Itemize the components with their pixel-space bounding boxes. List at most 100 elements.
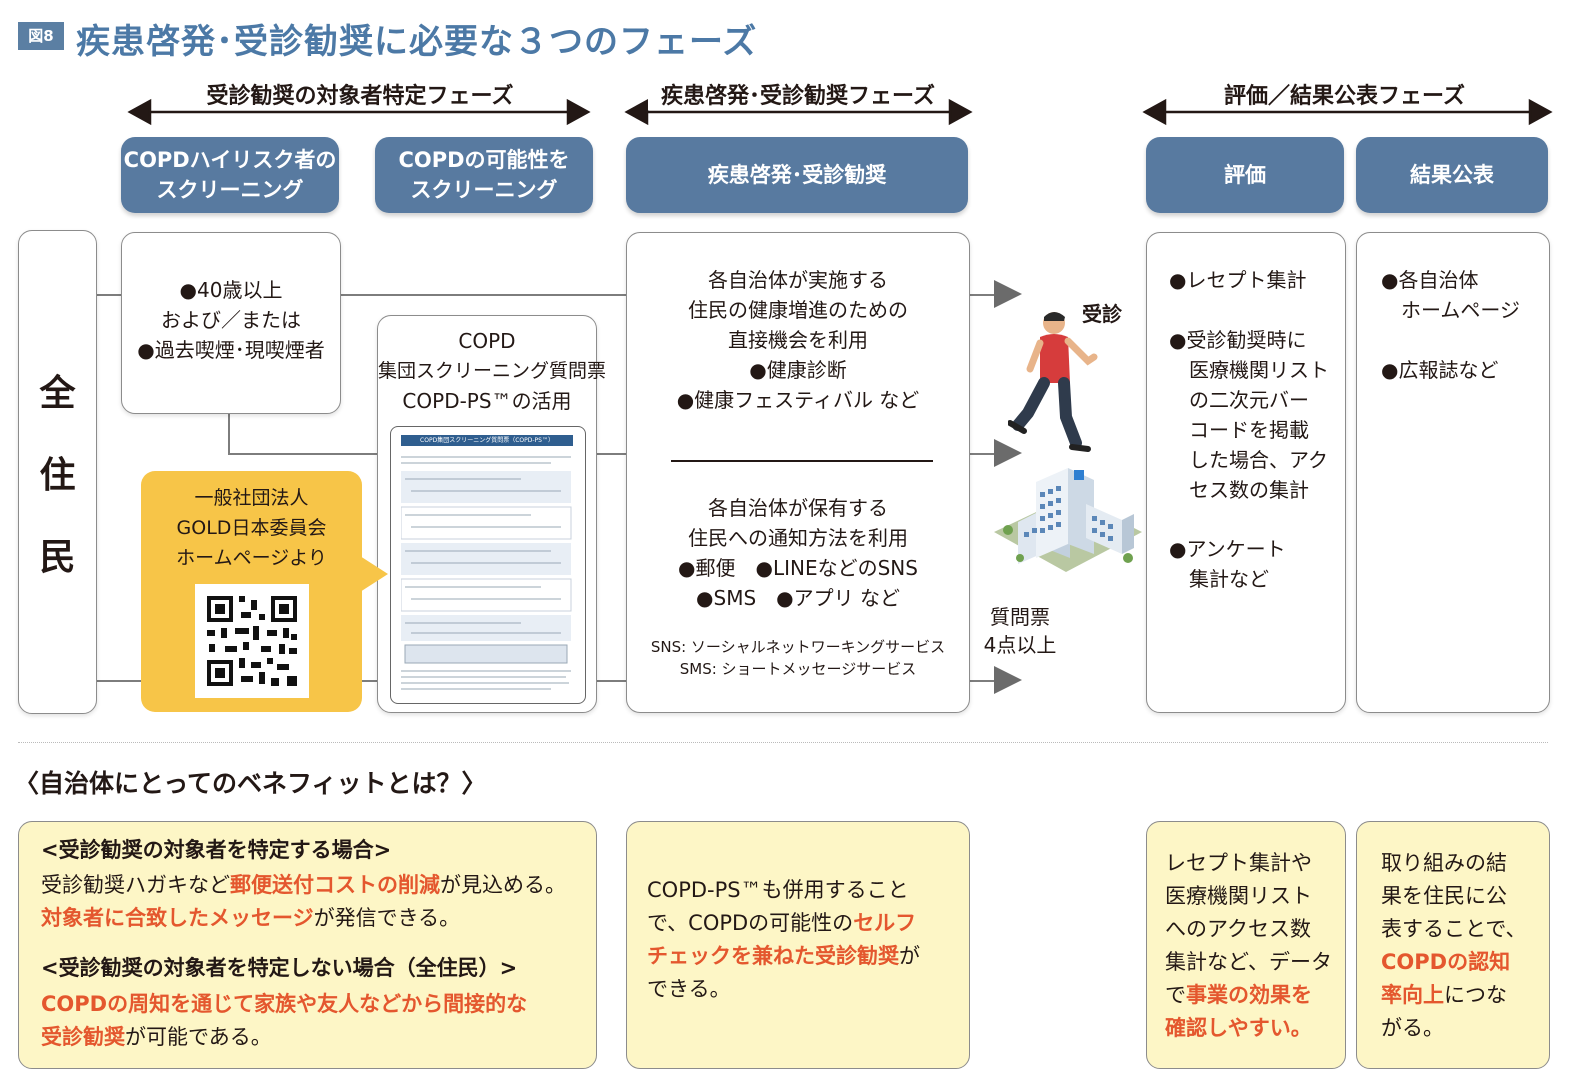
connector-line: [96, 294, 122, 296]
phase-arrows: [127, 98, 1553, 126]
walking-person-icon: [1008, 312, 1098, 452]
awareness-upper-line: 住民の健康増進のための: [688, 298, 908, 322]
benefit-highlight: 確認しやすい。: [1165, 1016, 1312, 1040]
copd-ps-title: COPD: [458, 329, 516, 353]
benefit-text: がる。: [1381, 1016, 1444, 1040]
header-highrisk-screening: COPDハイリスク者の スクリーニング: [121, 137, 339, 213]
evaluation-item: 医療機関リスト: [1189, 358, 1329, 382]
benefit-line: で事業の効果を: [1165, 979, 1312, 1012]
header-line: COPDハイリスク者の: [123, 148, 337, 172]
evaluation-box: ●レセプト集計 ●受診勧奨時に 医療機関リスト の二次元バー コードを掲載 した…: [1146, 232, 1346, 713]
awareness-lower-line: ●郵便 ●LINEなどのSNS: [678, 556, 918, 580]
figure-title: 疾患啓発･受診勧奨に必要な３つのフェーズ: [76, 22, 758, 62]
header-publication: 結果公表: [1356, 137, 1548, 213]
connector-line: [96, 680, 142, 682]
benefit-text: が可能である。: [125, 1025, 272, 1049]
questionnaire-sheet: COPD集団スクリーニング質問票（COPD-PS™）: [390, 426, 586, 704]
phase-arrow-2: [624, 98, 973, 126]
hospital-icon: [994, 468, 1142, 572]
benefit-text: で: [1165, 983, 1186, 1007]
callout-pointer: [360, 556, 388, 592]
benefit-line: 受診勧奨が可能である。: [41, 1021, 272, 1054]
evaluation-item: ●アンケート: [1169, 537, 1286, 561]
benefit-text: 医療機関リスト: [1165, 884, 1312, 908]
benefit-evaluation-box: レセプト集計や 医療機関リスト へのアクセス数 集計など、データ で事業の効果を…: [1146, 821, 1346, 1069]
benefit-copd-ps-box: COPD-PS™も併用すること で、COPDの可能性のセルフ チェックを兼ねた受…: [626, 821, 970, 1069]
benefit-text: できる。: [647, 977, 731, 1001]
arrow-right-icon: [994, 439, 1022, 467]
awareness-note: SMS: ショートメッセージサービス: [679, 660, 917, 678]
criteria-andor: および／または: [161, 308, 301, 332]
connector-line: [340, 294, 626, 296]
qr-code-graphic: [207, 596, 297, 686]
header-evaluation: 評価: [1146, 137, 1344, 213]
criteria-smoking: ●過去喫煙･現喫煙者: [137, 338, 325, 362]
benefit-text: へのアクセス数: [1165, 917, 1311, 941]
figure-badge: 図8: [18, 22, 64, 50]
divider: [671, 460, 933, 462]
benefit-highlight: チェックを兼ねた受診勧奨: [647, 944, 899, 968]
arrow-right-icon: [994, 666, 1022, 694]
phase-arrow-1: [127, 98, 591, 126]
benefit-highlight: COPDの認知: [1381, 950, 1511, 974]
benefit-text: で、COPDの可能性の: [647, 911, 854, 935]
gold-source: ホームページより: [176, 547, 327, 569]
benefit-line: 対象者に合致したメッセージが発信できる。: [41, 902, 460, 935]
all-residents-char: 全: [39, 373, 76, 414]
benefit-line: で、COPDの可能性のセルフ: [647, 907, 916, 940]
benefit-highlight: 受診勧奨: [41, 1025, 125, 1049]
awareness-upper-line: 直接機会を利用: [728, 328, 868, 352]
benefit-text: 果を住民に公: [1381, 884, 1507, 908]
benefit-highlight: 郵便送付コストの削減: [230, 873, 440, 897]
header-copd-screening: COPDの可能性を スクリーニング: [375, 137, 593, 213]
benefit-text: が発信できる。: [313, 906, 461, 930]
connector-line: [968, 294, 994, 296]
connector-line: [968, 680, 994, 682]
benefit-publication-box: 取り組みの結 果を住民に公 表することで、 COPDの認知 率向上につな がる。: [1356, 821, 1550, 1069]
phase-arrow-3: [1142, 98, 1553, 126]
benefit-text: 集計など、データ: [1165, 950, 1332, 974]
benefit-case-heading: <受診勧奨の対象者を特定しない場合（全住民）>: [41, 956, 518, 980]
awareness-lower-line: 住民への通知方法を利用: [688, 526, 908, 550]
all-residents-bar: 全 住 民: [18, 230, 97, 714]
questionnaire-title: COPD集団スクリーニング質問票（COPD-PS™）: [401, 435, 573, 446]
connector-line: [362, 680, 378, 682]
connector-line: [228, 414, 230, 454]
highrisk-criteria-box: ●40歳以上 および／または ●過去喫煙･現喫煙者: [121, 232, 341, 414]
copd-ps-box: COPD 集団スクリーニング質問票 COPD-PS™の活用 COPD集団スクリー…: [377, 315, 606, 713]
score-label: 質問票: [990, 605, 1050, 629]
benefit-text: が見込める。: [440, 873, 566, 897]
benefit-text: COPD-PS™も併用すること: [647, 878, 909, 902]
evaluation-item: の二次元バー: [1189, 388, 1309, 412]
connector-line: [596, 453, 626, 455]
benefit-highlight: 率向上: [1381, 983, 1444, 1007]
benefit-text: 取り組みの結: [1381, 851, 1507, 875]
benefit-line: 受診勧奨ハガキなど郵便送付コストの削減が見込める。: [41, 869, 566, 902]
visit-label: 受診: [1082, 302, 1122, 326]
evaluation-item: した場合、アク: [1189, 448, 1328, 472]
awareness-lower-line: ●SMS ●アプリ など: [696, 586, 900, 610]
header-line: スクリーニング: [410, 178, 558, 202]
benefit-line: 率向上につな: [1381, 979, 1507, 1012]
awareness-upper-line: ●健康フェスティバル など: [676, 388, 920, 412]
connector-line: [596, 680, 626, 682]
all-residents-char: 住: [39, 455, 76, 496]
phase-label-2: 疾患啓発･受診勧奨フェーズ: [648, 78, 948, 110]
evaluation-item: コードを掲載: [1189, 418, 1309, 442]
header-awareness: 疾患啓発･受診勧奨: [626, 137, 968, 213]
publication-item: ●広報誌など: [1381, 358, 1499, 382]
publication-item: ●各自治体: [1381, 268, 1479, 292]
section-separator: [18, 742, 1548, 743]
copd-ps-usage: COPD-PS™の活用: [402, 389, 572, 413]
gold-callout: 一般社団法人 GOLD日本委員会 ホームページより: [141, 471, 362, 712]
connector-line: [228, 453, 378, 455]
benefit-highlight: セルフ: [853, 911, 917, 935]
benefit-case-heading: <受診勧奨の対象者を特定する場合>: [41, 838, 392, 862]
header-line: COPDの可能性を: [398, 148, 570, 172]
publication-item: ホームページ: [1401, 298, 1520, 322]
connector-line: [968, 453, 994, 455]
all-residents-char: 民: [39, 537, 76, 578]
evaluation-item: セス数の集計: [1189, 478, 1309, 502]
qr-code-icon[interactable]: [195, 584, 309, 698]
benefit-highlight: COPDの周知を通じて家族や友人などから間接的な: [41, 992, 528, 1016]
